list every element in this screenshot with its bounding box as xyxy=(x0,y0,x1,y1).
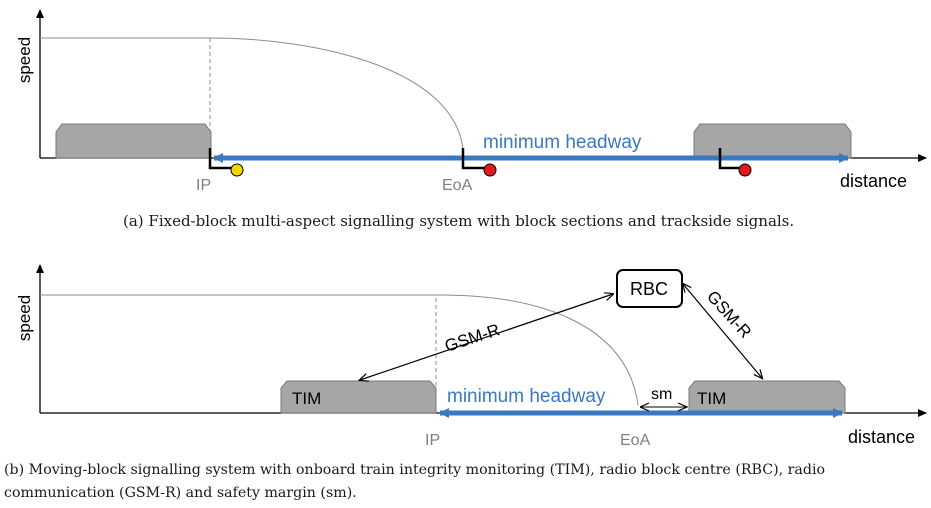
panel-a-eoa-label: EoA xyxy=(442,177,473,194)
panel-a-signal-eoa xyxy=(461,148,497,177)
panel-a-train-right xyxy=(693,123,852,159)
red-signal-light xyxy=(738,163,752,177)
panel-a-caption: (a) Fixed-block multi-aspect signalling … xyxy=(123,212,795,230)
panel-a-signal-ip xyxy=(208,148,244,177)
panel-b-tim-right-label: TIM xyxy=(697,389,726,408)
yellow-signal-light xyxy=(230,163,244,177)
panel-b-gsm-left-arrow xyxy=(360,294,613,380)
panel-b-train-right xyxy=(688,380,846,414)
panel-b-sm-label: sm xyxy=(651,386,672,403)
panel-a-braking-curve xyxy=(40,37,464,151)
panel-b-eoa-label: EoA xyxy=(620,432,651,449)
panel-a-ip-label: IP xyxy=(196,177,211,194)
panel-b-tim-left-label: TIM xyxy=(292,389,321,408)
panel-a-headway-label: minimum headway xyxy=(483,132,642,153)
panel-b: speed distance TIM TIM minimum headway s… xyxy=(15,264,927,449)
panel-a-ylabel: speed xyxy=(15,37,34,83)
panel-b-headway-label: minimum headway xyxy=(447,386,606,407)
red-signal-light xyxy=(483,163,497,177)
rbc-box: RBC xyxy=(616,269,683,308)
panel-b-caption-line-2: communication (GSM-R) and safety margin … xyxy=(4,485,357,501)
panel-a: speed distance minimum headway IP EoA xyxy=(15,9,927,194)
panel-a-train-left xyxy=(55,123,212,159)
panel-b-gsm-left-label: GSM-R xyxy=(442,320,502,356)
rbc-label: RBC xyxy=(630,279,668,299)
panel-b-ip-label: IP xyxy=(425,432,440,449)
panel-b-ylabel: speed xyxy=(15,295,34,341)
panel-b-caption-line-1: (b) Moving-block signalling system with … xyxy=(4,462,826,478)
panel-a-signal-third xyxy=(718,148,752,177)
panel-b-gsm-right-arrow xyxy=(683,284,762,378)
panel-a-xlabel: distance xyxy=(840,171,907,191)
panel-b-xlabel: distance xyxy=(848,427,915,447)
panel-b-gsm-right-label: GSM-R xyxy=(703,287,755,342)
